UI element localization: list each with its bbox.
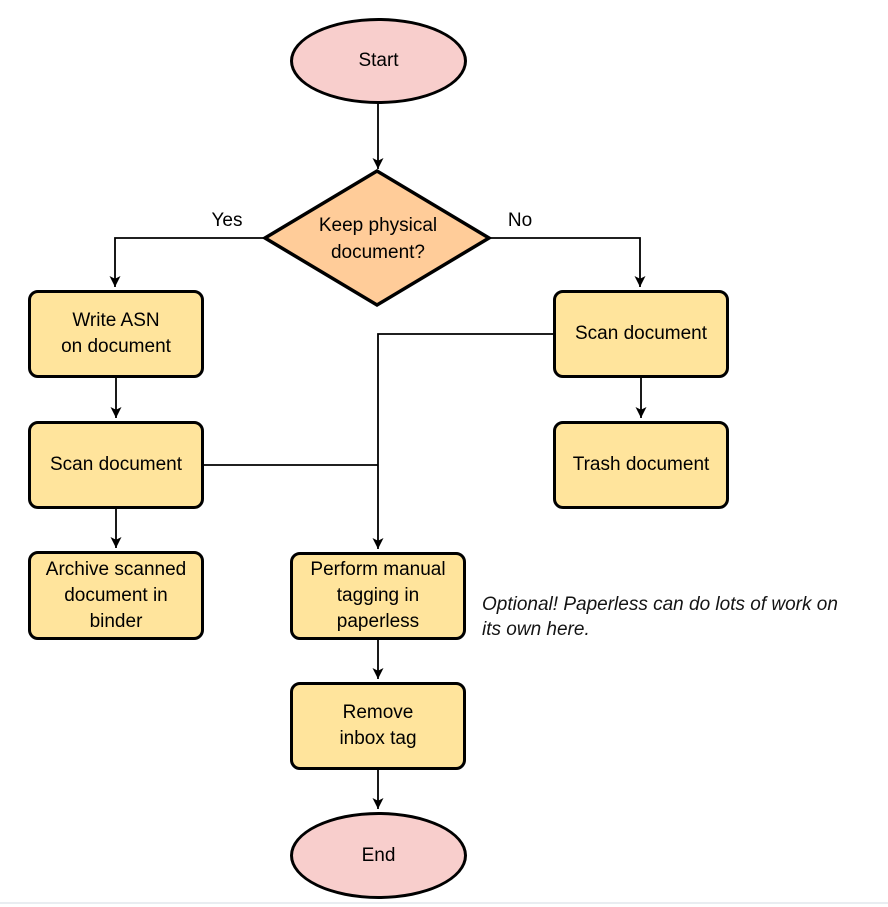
end-node: End xyxy=(290,812,467,899)
page-bottom-divider xyxy=(0,902,888,904)
yes-edge-label: Yes xyxy=(211,210,243,231)
no-edge-label: No xyxy=(507,210,533,231)
optional-note: Optional! Paperless can do lots of work … xyxy=(482,594,838,640)
decision-node-label: Keep physical document? xyxy=(318,215,438,263)
write-asn-node: Write ASN on document xyxy=(28,290,204,378)
remove-inbox-tag-node: Remove inbox tag xyxy=(290,682,466,770)
start-node: Start xyxy=(290,18,467,104)
edge-decision-no xyxy=(490,237,646,287)
archive-document-node: Archive scanned document in binder xyxy=(28,551,204,640)
decision-diamond-shape xyxy=(261,168,493,308)
manual-tagging-node: Perform manual tagging in paperless xyxy=(290,552,466,640)
trash-document-node: Trash document xyxy=(553,421,729,509)
scan-document-left-node: Scan document xyxy=(28,421,204,509)
edge-decision-yes xyxy=(109,237,265,287)
scan-document-right-node: Scan document xyxy=(553,290,729,378)
edge-scanright-to-tagging xyxy=(372,333,553,549)
